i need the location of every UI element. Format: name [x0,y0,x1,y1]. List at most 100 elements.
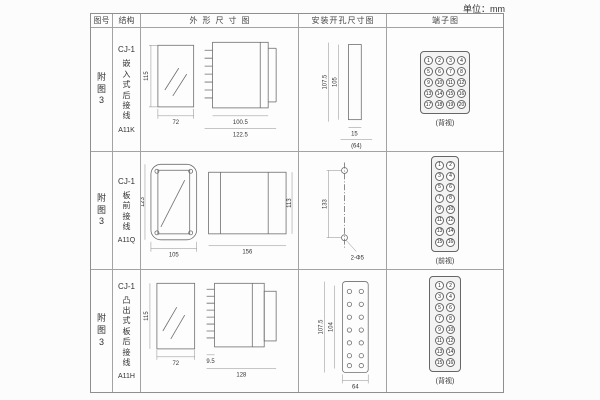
terminal-circle: 19 [446,100,455,109]
terminal-circle: 6 [446,182,455,192]
outline-drawing-a11h: 115 72 9.5 128 [144,282,277,379]
terminal-circle: 15 [435,358,444,367]
mounting-cell-row3: 107.5 104 64 [299,270,387,392]
dim-body-length: 100.5 [233,119,249,125]
terminal-circle: 18 [435,100,444,109]
terminal-circle: 7 [446,67,455,76]
mounting-drawing-a11h: 107.5 104 64 [319,281,369,390]
terminal-circle: 10 [435,78,444,87]
structure-label: 嵌入式后接线 [122,59,131,121]
terminal-circle: 4 [457,56,466,65]
terminal-circle: 7 [435,193,444,203]
terminal-circle: 11 [435,215,444,225]
terminal-view-label: (前视) [435,257,455,265]
header-outline: 外形尺寸图 [141,14,299,28]
terminal-circle: 9 [435,325,444,334]
mounting-drawing-a11q: 133 2-Φ5 [323,162,365,261]
dim-hole-spacing: 133 [323,198,329,209]
dim-side-length: 156 [242,249,253,255]
type-code: A11Q [117,237,136,245]
terminal-view-label: (背视) [435,378,455,385]
dim-cutout-h2: 105 [333,76,339,87]
figure-number: 附图3 [96,71,106,106]
terminal-circle: 3 [435,292,444,301]
terminal-circle: 5 [435,303,444,312]
terminal-circle: 3 [435,171,444,181]
dim-front-height: 115 [144,311,150,321]
outline-cell-row2: 123 105 156 113 [141,152,299,270]
header-terminal: 端子图 [387,14,503,28]
terminal-circle: 4 [446,171,455,181]
dim-front-width: 72 [172,361,179,367]
figure-cell-row2: 附图3 [91,152,113,270]
terminal-circle: 2 [435,56,444,65]
terminal-circle: 16 [446,237,455,247]
terminal-circle: 5 [424,67,433,76]
terminal-circle: 3 [446,56,455,65]
mounting-drawing-a11k: 107.5 105 15 (64) [323,42,373,149]
model-label: CJ-1 [118,281,135,291]
dim-front-width: 105 [169,252,180,258]
terminal-circle: 11 [446,78,455,87]
terminal-circle: 15 [446,89,455,98]
dimension-table: 图号 结构 外形尺寸图 安装开孔尺寸图 端子图 附图3 CJ-1 嵌入式后接线 … [90,13,504,393]
figure-number: 附图3 [96,313,106,347]
dim-cutout-h1: 107.5 [319,319,325,335]
terminal-circle: 12 [446,336,455,345]
terminal-circle: 1 [435,160,444,170]
terminal-circle: 13 [424,89,433,98]
type-code: A11K [118,126,135,134]
dim-hole-size: 2-Φ5 [351,255,365,261]
dim-cutout-h2: 104 [329,321,335,332]
terminal-circle: 14 [446,347,455,356]
terminal-circle: 16 [446,358,455,367]
terminal-circle: 17 [424,100,433,109]
dim-side-height: 113 [287,197,293,207]
outline-cell-row1: 115 72 100.5 [141,28,299,152]
terminal-circle: 6 [435,67,444,76]
model-label: CJ-1 [118,45,135,55]
terminal-circle: 15 [435,237,444,247]
terminal-circle: 5 [435,182,444,192]
terminal-circle: 1 [424,56,433,65]
header-structure: 结构 [113,14,141,28]
terminal-circle: 1 [435,281,444,290]
terminal-circle: 13 [435,347,444,356]
header-mounting: 安装开孔尺寸图 [299,14,387,28]
terminal-circle: 4 [446,292,455,301]
unit-label: 单位：mm [463,4,505,14]
dim-front-width: 72 [172,119,179,125]
outline-cell-row3: 115 72 9.5 128 [141,270,299,392]
dim-total-length: 128 [236,373,247,379]
structure-label: 板前接线 [122,190,131,231]
terminal-circle: 14 [446,226,455,236]
terminal-circle: 2 [446,160,455,170]
terminal-circle: 8 [446,314,455,323]
terminal-circle: 9 [424,78,433,87]
type-code: A11H [118,373,135,381]
terminal-circle: 2 [446,281,455,290]
mounting-cell-row1: 107.5 105 15 (64) [299,28,387,152]
structure-cell-row3: CJ-1 凸出式板后接线 A11H [113,270,141,392]
terminal-circle: 20 [457,100,466,109]
dim-front-height: 115 [144,70,150,80]
dim-cutout-w1: 64 [352,384,359,390]
